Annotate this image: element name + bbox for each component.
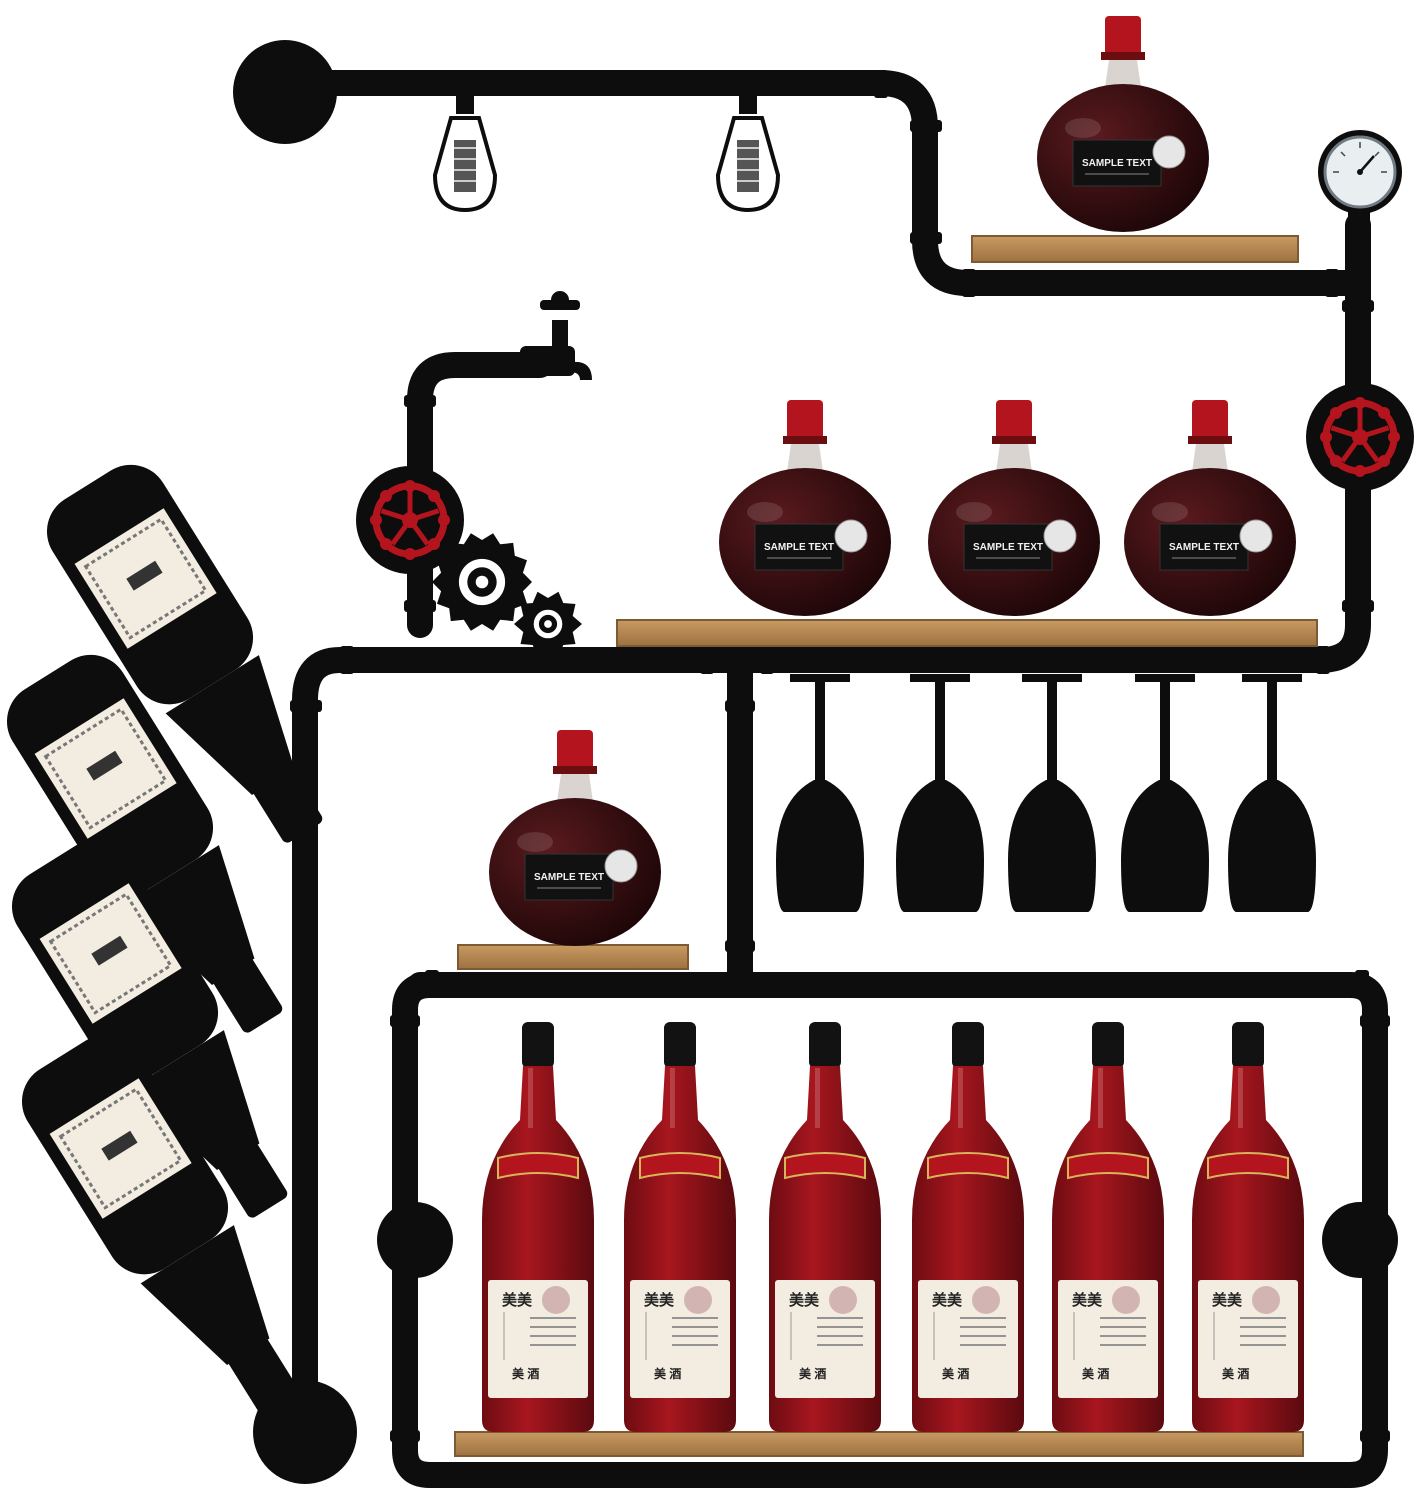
wine-glass-icon: [1228, 674, 1316, 912]
edison-bulb-icon: [715, 96, 781, 213]
wine-glass-icon: [1008, 674, 1096, 912]
bottle-label-text: SAMPLE TEXT: [973, 542, 1043, 553]
bottle-label-text: SAMPLE TEXT: [764, 542, 834, 553]
wood-shelves: [454, 235, 1318, 1457]
bottle-label-text: 美美: [932, 1291, 963, 1309]
round-bottle: SAMPLE TEXT: [489, 730, 661, 946]
bottle-label-text: SAMPLE TEXT: [534, 872, 604, 883]
red-wine-bottle: 美美美 酒: [624, 1022, 736, 1432]
wine-glass-icon: [776, 674, 864, 912]
bottle-label-text: 美 酒: [512, 1366, 539, 1381]
pipe-end-caps: [233, 40, 1398, 1484]
pressure-gauge-icon: [1318, 130, 1402, 230]
gear-icon: [514, 591, 582, 657]
tilted-wine-bottle: [11, 839, 288, 1218]
shelf-bottom: [454, 1431, 1304, 1457]
bottle-label-text: 美美: [789, 1291, 820, 1309]
edison-bulb-icon: [432, 96, 498, 213]
tilted-wine-bottle: [6, 654, 283, 1033]
shelf-middle: [616, 619, 1318, 647]
faucet-icon: [520, 291, 592, 380]
red-wine-bottle: 美美美 酒: [482, 1022, 594, 1432]
red-wine-bottle: 美美美 酒: [1052, 1022, 1164, 1432]
bottle-label-text: 美美: [1212, 1291, 1243, 1309]
shelf-top: [971, 235, 1299, 263]
pipe-couplers: [290, 70, 1390, 1442]
wine-glass-icon: [896, 674, 984, 912]
round-bottle: SAMPLE TEXT: [1124, 400, 1296, 616]
round-bottle: SAMPLE TEXT: [928, 400, 1100, 616]
bottle-label-text: 美美: [502, 1291, 533, 1309]
tilted-wine-bottle: [46, 464, 323, 843]
bottle-label-text: 美 酒: [1222, 1366, 1249, 1381]
bottle-label-text: 美 酒: [654, 1366, 681, 1381]
bottle-label-text: SAMPLE TEXT: [1082, 158, 1152, 169]
red-wine-bottle: 美美美 酒: [769, 1022, 881, 1432]
bottle-label-text: 美美: [644, 1291, 675, 1309]
bottle-label-text: 美 酒: [942, 1366, 969, 1381]
red-wine-bottle: 美美美 酒: [1192, 1022, 1304, 1432]
bottle-label-text: 美 酒: [799, 1366, 826, 1381]
bottle-label-text: 美 酒: [1082, 1366, 1109, 1381]
shelf-small: [457, 944, 689, 970]
bottle-label-text: 美美: [1072, 1291, 1103, 1309]
round-bottle: SAMPLE TEXT: [1037, 16, 1209, 232]
red-wine-bottle: 美美美 酒: [912, 1022, 1024, 1432]
valve-wheel-icon: [1306, 383, 1414, 491]
tilted-wine-bottle: [21, 1034, 298, 1413]
wine-glass-icon: [1121, 674, 1209, 912]
gear-icon: [432, 533, 532, 631]
bottle-label-text: SAMPLE TEXT: [1169, 542, 1239, 553]
round-bottle: SAMPLE TEXT: [719, 400, 891, 616]
valve-wheel-icon: [356, 466, 464, 574]
